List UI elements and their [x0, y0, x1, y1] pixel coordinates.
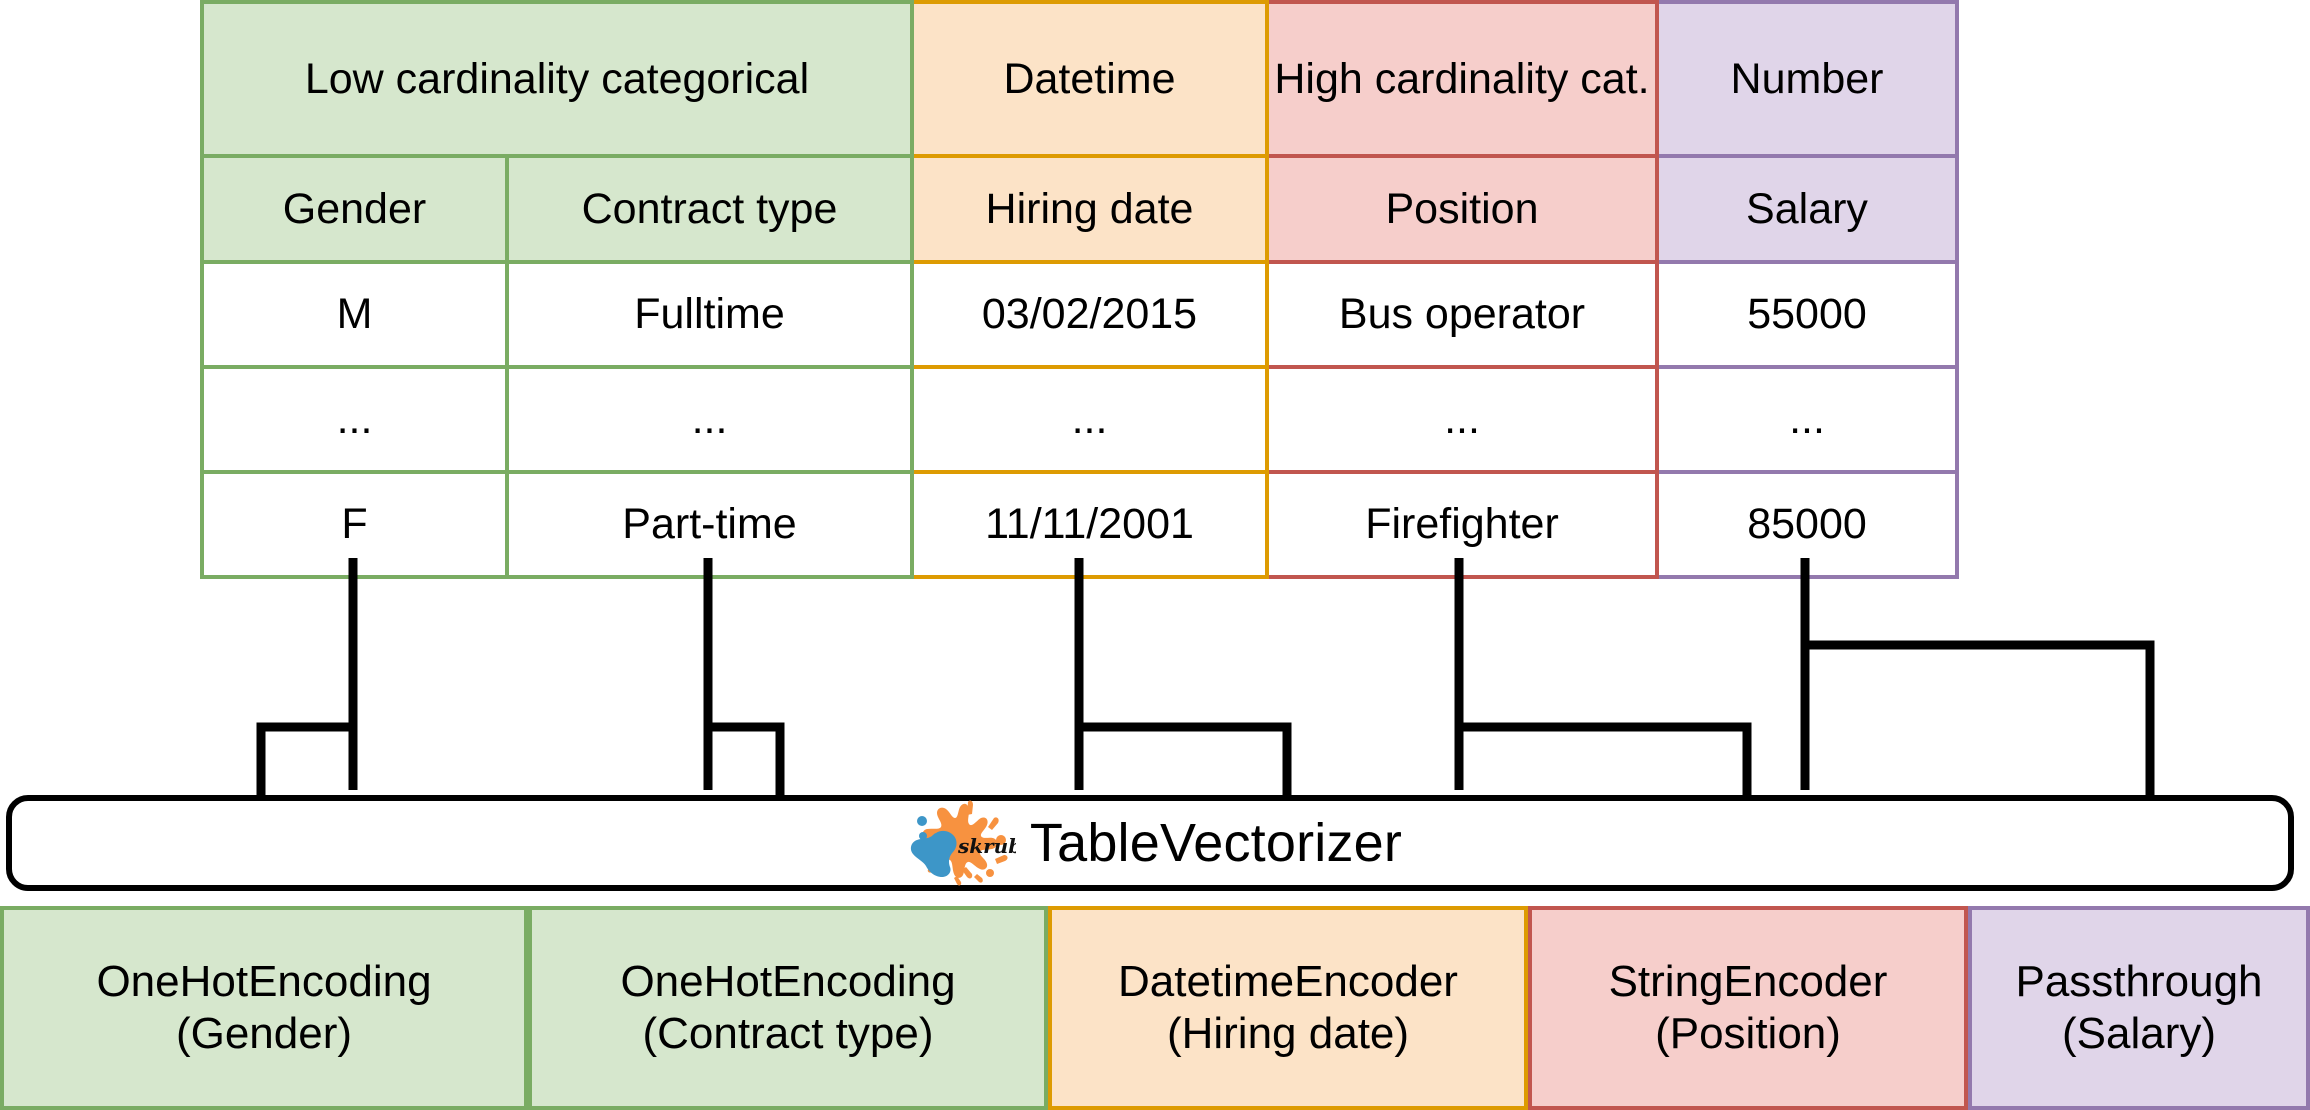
- connector-path-hiring-date: [1074, 558, 1292, 800]
- encoder-column: (Contract type): [642, 1009, 934, 1058]
- table-row: F Part-time 11/11/2001 Firefighter 85000: [200, 470, 1959, 579]
- column-name-row: Gender Contract type Hiring date Positio…: [200, 154, 1959, 264]
- cell-position: Firefighter: [1265, 470, 1659, 579]
- column-header-hiring-date: Hiring date: [910, 154, 1269, 264]
- column-header-gender: Gender: [200, 154, 509, 264]
- cell-contract-type: Fulltime: [505, 260, 914, 369]
- encoder-column: (Position): [1655, 1009, 1841, 1058]
- cell-hiring-date: ...: [910, 365, 1269, 474]
- cell-contract-type: Part-time: [505, 470, 914, 579]
- table-row: M Fulltime 03/02/2015 Bus operator 55000: [200, 260, 1959, 369]
- group-header-row: Low cardinality categorical Datetime Hig…: [200, 0, 1959, 158]
- column-header-salary: Salary: [1655, 154, 1959, 264]
- encoder-name: StringEncoder: [1608, 957, 1888, 1007]
- encoder-name: OneHotEncoding: [620, 957, 956, 1007]
- cell-contract-type: ...: [505, 365, 914, 474]
- encoder-passthrough-salary[interactable]: Passthrough (Salary): [1968, 906, 2310, 1110]
- tablevectorizer-box[interactable]: skrub TableVectorizer: [6, 795, 2294, 891]
- cell-hiring-date: 11/11/2001: [910, 470, 1269, 579]
- column-header-contract-type: Contract type: [505, 154, 914, 264]
- encoder-stringencoder-position[interactable]: StringEncoder (Position): [1528, 906, 1968, 1110]
- tablevectorizer-label: TableVectorizer: [1029, 813, 1403, 873]
- cell-salary: ...: [1655, 365, 1959, 474]
- encoder-row: OneHotEncoding (Gender) OneHotEncoding (…: [0, 906, 2310, 1110]
- encoder-onehotencoding-contract-type[interactable]: OneHotEncoding (Contract type): [528, 906, 1048, 1110]
- encoder-datetimeencoder-hiring-date[interactable]: DatetimeEncoder (Hiring date): [1048, 906, 1528, 1110]
- group-header-number: Number: [1655, 0, 1959, 158]
- skrub-logo-icon: skrub: [910, 800, 1016, 886]
- encoder-name: Passthrough: [2015, 957, 2263, 1007]
- cell-gender: ...: [200, 365, 509, 474]
- cell-position: Bus operator: [1265, 260, 1659, 369]
- connector-path-salary: [1800, 558, 2155, 800]
- encoder-column: (Salary): [2061, 1009, 2217, 1058]
- connector-path-contract-type: [703, 558, 785, 800]
- encoder-column: (Hiring date): [1166, 1009, 1410, 1058]
- encoder-column: (Gender): [175, 1009, 353, 1058]
- group-header-datetime: Datetime: [910, 0, 1269, 158]
- encoder-onehotencoding-gender[interactable]: OneHotEncoding (Gender): [0, 906, 528, 1110]
- group-header-high-cardinality: High cardinality cat.: [1265, 0, 1659, 158]
- encoder-name: OneHotEncoding: [96, 957, 432, 1007]
- connector-path-position: [1454, 558, 1752, 800]
- cell-salary: 85000: [1655, 470, 1959, 579]
- group-header-low-cardinality: Low cardinality categorical: [200, 0, 914, 158]
- cell-position: ...: [1265, 365, 1659, 474]
- column-header-position: Position: [1265, 154, 1659, 264]
- connector-path-gender: [256, 558, 358, 800]
- cell-salary: 55000: [1655, 260, 1959, 369]
- encoder-name: DatetimeEncoder: [1118, 957, 1458, 1007]
- cell-gender: M: [200, 260, 509, 369]
- table-row: ... ... ... ... ...: [200, 365, 1959, 474]
- cell-gender: F: [200, 470, 509, 579]
- source-table: Low cardinality categorical Datetime Hig…: [200, 0, 1959, 579]
- skrub-wordmark: skrub: [957, 834, 1016, 858]
- cell-hiring-date: 03/02/2015: [910, 260, 1269, 369]
